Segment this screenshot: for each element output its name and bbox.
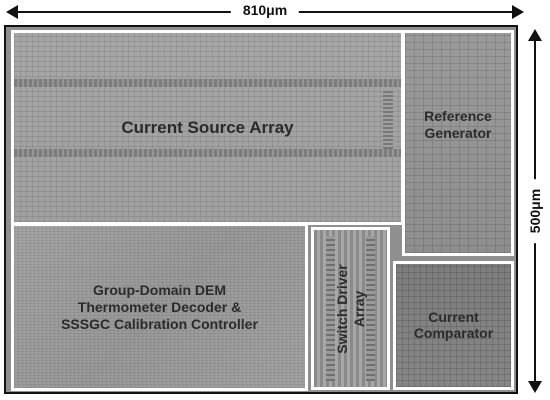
dem-controller-label: Group-Domain DEM Thermometer Decoder & S… [61,281,258,332]
layout-band [14,149,401,157]
height-dimension: 500μm [523,25,550,397]
layout-strip [383,89,393,149]
arrow-down-icon [528,381,542,393]
current-comparator-block: Current Comparator [393,261,514,390]
switch-driver-array-block: Switch Driver Array [311,227,390,390]
layout-band [14,79,401,87]
dem-controller-block: Group-Domain DEM Thermometer Decoder & S… [11,223,308,391]
reference-generator-label: Reference Generator [424,108,492,142]
chip-die: Current Source Array Reference Generator… [4,25,518,394]
switch-driver-array-label: Switch Driver Array [333,263,367,354]
reference-generator-block: Reference Generator [402,30,514,256]
current-source-array-label: Current Source Array [121,117,294,137]
current-source-array-block: Current Source Array [11,30,404,225]
height-label: 500μm [527,178,543,244]
width-dimension: 810μm [0,0,530,22]
driver-column [366,236,375,381]
current-comparator-label: Current Comparator [413,308,494,342]
driver-column [326,236,335,381]
arrow-left-icon [6,5,18,19]
arrow-right-icon [512,5,524,19]
arrow-up-icon [528,29,542,41]
width-label: 810μm [230,2,300,18]
